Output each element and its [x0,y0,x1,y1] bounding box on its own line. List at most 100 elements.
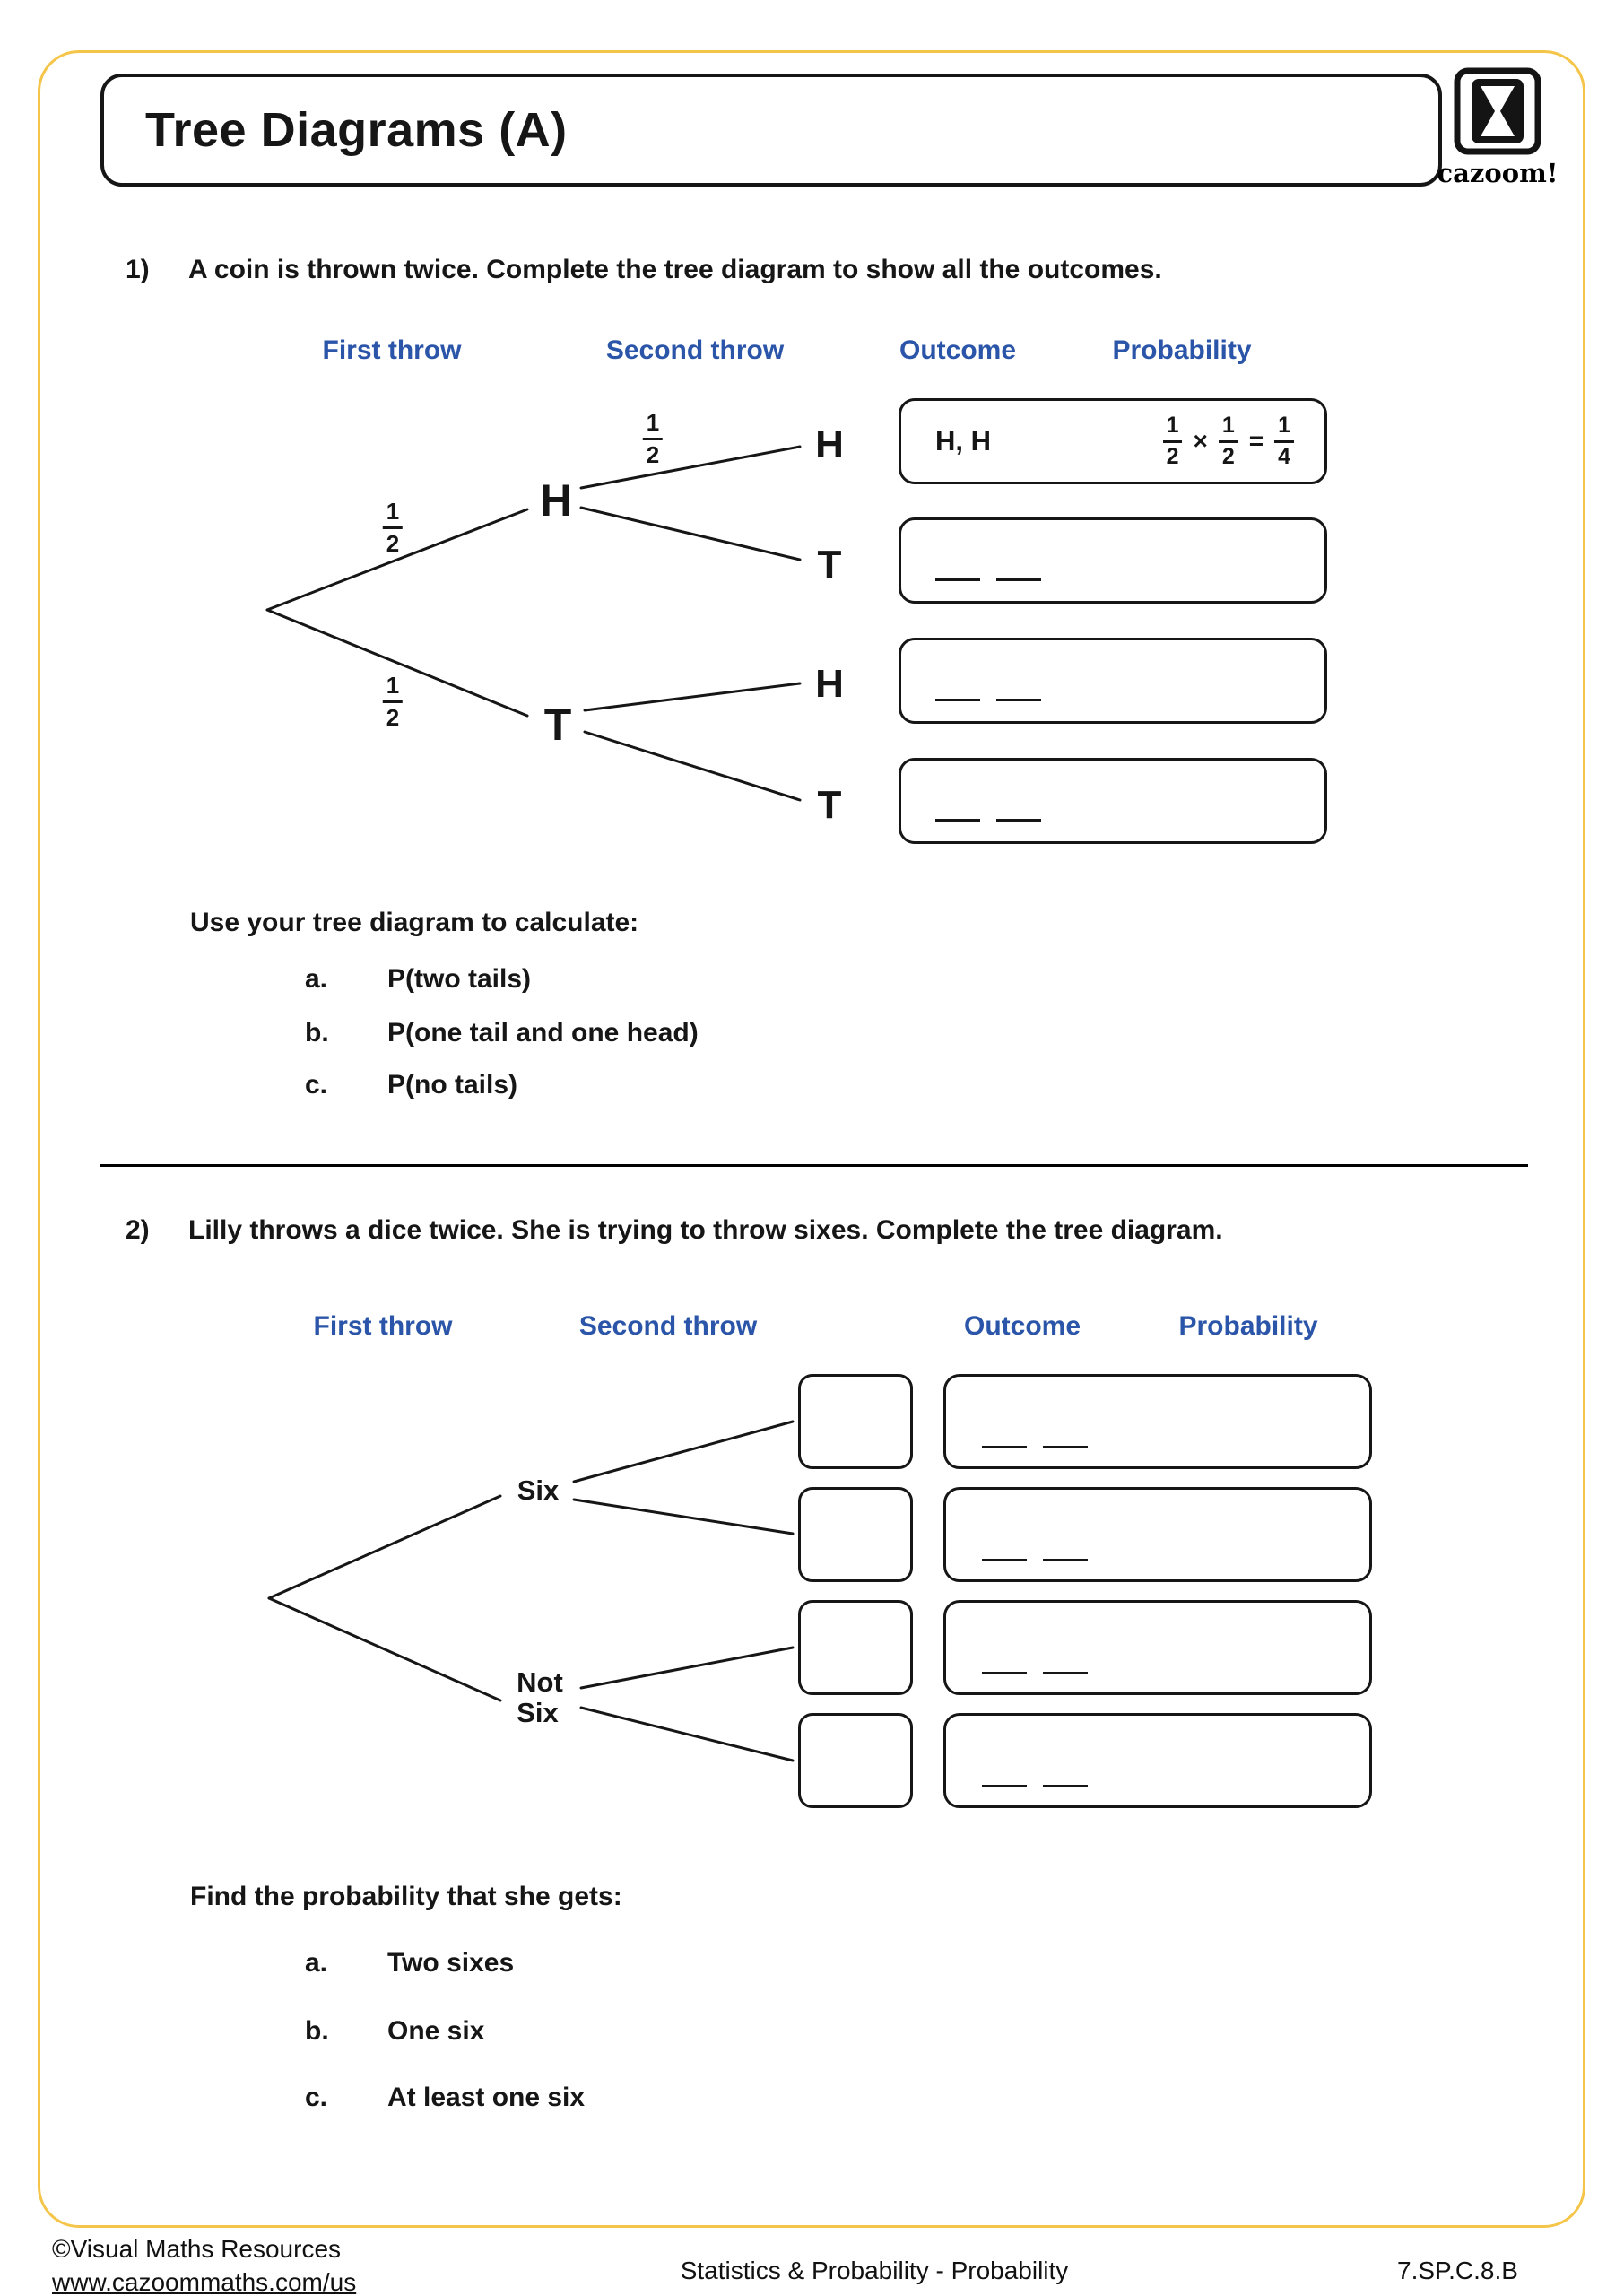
question-2-number: 2) [126,1215,150,1245]
answer-blank [982,1672,1027,1674]
footer-subject: Statistics & Probability - Probability [680,2257,1069,2284]
question-1: 1) A coin is thrown twice. Complete the … [126,255,1471,285]
q1-fraction-first-top: 1 2 [382,500,404,557]
q1-node-first-T: T [543,700,572,750]
q1-node-first-H: H [539,475,573,526]
q2-answer-box-3 [798,1600,913,1695]
q2-answer-box-1 [798,1374,913,1469]
hourglass-icon [1454,67,1541,155]
branch-line [265,608,529,718]
q1-header-probability: Probability [1112,335,1252,365]
q2-item-a: a. Two sixes [305,1948,514,1979]
q2-header-second-throw: Second throw [578,1311,758,1341]
q1-node-second-T2: T [817,783,842,827]
branch-line [267,1596,502,1702]
q2-find-heading: Find the probability that she gets: [190,1882,622,1911]
fraction-numerator: 1 [382,500,404,529]
q2-outcome-box-4 [943,1713,1372,1808]
q1-item-b: b. P(one tail and one head) [305,1018,699,1048]
q1-header-outcome: Outcome [899,335,1017,365]
item-letter: b. [305,2016,329,2046]
q2-outcome-box-2 [943,1487,1372,1582]
fraction-numerator: 1 [642,411,664,440]
footer-copyright-block: ©Visual Maths Resources www.cazoommaths.… [52,2235,356,2296]
q1-fraction-first-bottom: 1 2 [382,674,404,731]
answer-blank [935,578,980,581]
fraction-denominator: 2 [646,441,660,468]
page-border-frame [38,50,1585,2228]
branch-line [583,730,802,802]
branch-line [583,682,802,712]
answer-blank [982,1559,1027,1561]
q1-header-second-throw: Second throw [605,335,785,365]
not-six-line-2: Six [517,1697,559,1728]
cazoom-logo: cazoom! [1435,66,1560,188]
q2-item-b: b. One six [305,2016,484,2047]
answer-blank [935,819,980,822]
branch-line [579,1646,795,1690]
question-2: 2) Lilly throws a dice twice. She is try… [126,1215,1515,1246]
page-title: Tree Diagrams (A) [145,103,568,157]
answer-blank [982,1446,1027,1448]
q1-header-first-throw: First throw [322,335,462,365]
item-letter: a. [305,964,328,994]
footer-standard-code: 7.SP.C.8.B [1397,2257,1518,2284]
item-letter: c. [305,1070,328,1100]
branch-line [572,1420,795,1483]
title-box: Tree Diagrams (A) [100,74,1442,187]
q1-tree-branches [265,445,802,802]
q2-item-c: c. At least one six [305,2083,585,2113]
q1-outcome-box-1: H, H 1 2 × 1 2 = 1 4 [899,398,1327,484]
fraction: 1 4 [1274,414,1294,468]
item-text: Two sixes [387,1948,515,1978]
item-letter: b. [305,1018,329,1048]
q2-node-not-six: Not Six [517,1667,563,1728]
q2-node-six: Six [517,1474,560,1506]
answer-blank [996,819,1041,822]
logo-wordmark: cazoom! [1437,158,1559,188]
q1-node-second-H1: H [815,422,844,466]
copyright-text: ©Visual Maths Resources [52,2235,342,2263]
section-divider [100,1164,1528,1167]
fraction-denominator: 2 [386,704,400,731]
branch-line [267,1494,502,1600]
q2-outcome-box-1 [943,1374,1372,1469]
answer-blank [1043,1559,1088,1561]
item-text: One six [387,2016,485,2046]
item-text: At least one six [387,2083,586,2112]
fraction-numerator: 1 [1162,414,1183,443]
item-text: P(one tail and one head) [387,1018,699,1048]
website-link[interactable]: www.cazoommaths.com/us [52,2268,357,2296]
q2-header-probability: Probability [1178,1311,1318,1341]
item-letter: a. [305,1948,328,1978]
equals-sign: = [1248,427,1264,455]
outcome-label: H, H [935,425,991,457]
branch-line [265,508,529,612]
fraction-denominator: 2 [386,530,400,557]
fraction-numerator: 1 [382,674,404,703]
question-1-text: A coin is thrown twice. Complete the tre… [188,255,1162,284]
q2-header-outcome: Outcome [963,1311,1081,1341]
answer-blank [996,578,1041,581]
item-text: P(no tails) [387,1070,518,1100]
branch-line [572,1498,795,1535]
q1-item-c: c. P(no tails) [305,1070,517,1100]
fraction-numerator: 1 [1274,414,1294,443]
branch-line [579,445,802,490]
answer-blank [1043,1446,1088,1448]
item-text: P(two tails) [387,964,532,994]
branch-line [579,506,802,561]
fraction: 1 2 [1162,414,1183,468]
q2-header-first-throw: First throw [313,1311,453,1341]
q1-calculate-heading: Use your tree diagram to calculate: [190,908,639,937]
item-letter: c. [305,2083,328,2112]
q1-item-a: a. P(two tails) [305,964,531,995]
fraction-numerator: 1 [1218,414,1238,443]
answer-blank [982,1785,1027,1787]
q2-answer-box-4 [798,1713,913,1808]
q1-outcome-box-3 [899,638,1327,724]
question-1-number: 1) [126,255,150,284]
q2-outcome-box-3 [943,1600,1372,1695]
answer-blank [996,699,1041,701]
